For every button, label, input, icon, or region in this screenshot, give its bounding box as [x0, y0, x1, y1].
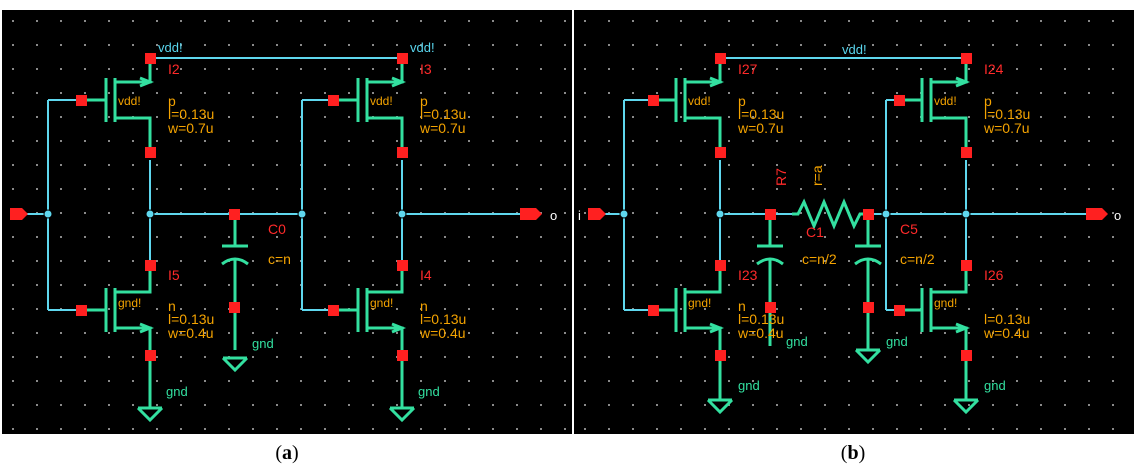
nmos2-w: w=0.4u: [419, 325, 466, 341]
pmos2-w: w=0.7u: [419, 120, 466, 136]
pmos1-type: p: [738, 93, 746, 109]
pmos2-name: I3: [420, 61, 432, 77]
nmos1-type: n: [738, 298, 746, 314]
nmos1-name: I5: [168, 267, 180, 283]
output-pin-b: [1086, 208, 1108, 220]
nmos2-w: w=0.4u: [983, 325, 1030, 341]
nmos1-name: I23: [738, 267, 758, 283]
pmos2-body: vdd!: [370, 94, 393, 108]
nmos1-l: l=0.13u: [738, 311, 784, 327]
input-pin-b: [588, 208, 606, 220]
pmos1-name: I2: [168, 61, 180, 77]
pmos2-name: I24: [984, 61, 1004, 77]
devices-b: [656, 58, 980, 415]
pmos2-l: l=0.13u: [984, 106, 1030, 122]
cap2-value: c=n/2: [900, 251, 935, 267]
pmos1-w: w=0.7u: [167, 120, 214, 136]
cap1-gnd-label: gnd: [786, 334, 808, 349]
nmos1-body: gnd!: [118, 296, 141, 310]
nmos1-type: n: [168, 298, 176, 314]
nmos2-type: n: [420, 298, 428, 314]
gnd-label-left: gnd: [738, 378, 760, 393]
nmos2-l: l=0.13u: [420, 311, 466, 327]
pmos2-body: vdd!: [934, 94, 957, 108]
output-pin-a: [520, 208, 542, 220]
nmos2-name: I26: [984, 267, 1004, 283]
junctions-b: [619, 209, 971, 219]
pmos1-type: p: [168, 93, 176, 109]
caption-a-letter: a: [282, 442, 292, 464]
pmos1-name: I27: [738, 61, 758, 77]
nmos2-body: gnd!: [934, 296, 957, 310]
grid-dots: [2, 10, 572, 434]
cap2-gnd-label: gnd: [886, 334, 908, 349]
junctions-a: [43, 209, 407, 219]
pmos2-type: p: [984, 93, 992, 109]
nmos1-body: gnd!: [688, 296, 711, 310]
panel-b: vdd! i o I27 vdd! p l=0.13u w=0.7u I24 v…: [574, 10, 1134, 434]
nmos1-w: w=0.4u: [167, 325, 214, 341]
pins-a: [10, 53, 542, 361]
cap-name: C0: [268, 221, 286, 237]
pmos1-l: l=0.13u: [738, 106, 784, 122]
input-pin-a: [10, 208, 28, 220]
schematic-b: vdd! i o I27 vdd! p l=0.13u w=0.7u I24 v…: [574, 10, 1134, 434]
transistors-a: [84, 58, 416, 423]
grid-dots: [574, 10, 1134, 434]
caption-b-letter: b: [847, 442, 859, 464]
resistor-name: R7: [773, 168, 789, 186]
nmos2-body: gnd!: [370, 296, 393, 310]
pmos2-type: p: [420, 93, 428, 109]
nmos1-w: w=0.4u: [737, 325, 784, 341]
cap1-value: c=n/2: [802, 251, 837, 267]
pmos1-w: w=0.7u: [737, 120, 784, 136]
pmos2-l: l=0.13u: [420, 106, 466, 122]
output-label-b: o: [1114, 208, 1121, 223]
pmos1-l: l=0.13u: [168, 106, 214, 122]
vdd-label-b: vdd!: [842, 42, 867, 57]
pmos2-w: w=0.7u: [983, 120, 1030, 136]
pmos1-body: vdd!: [688, 94, 711, 108]
cap-gnd-label: gnd: [252, 336, 274, 351]
cap2-name: C5: [900, 221, 918, 237]
schematic-a: vdd! vdd! I2 vdd! p l=0.13u w=0.7u I3 vd…: [2, 10, 572, 434]
cap1-name: C1: [806, 224, 824, 240]
caption-b: (b): [840, 442, 866, 464]
cap-value: c=n: [268, 251, 291, 267]
gnd-label-right: gnd: [984, 378, 1006, 393]
pins-b: [588, 53, 1108, 361]
input-label-b: i: [578, 208, 581, 223]
pmos1-body: vdd!: [118, 94, 141, 108]
gnd-label-left: gnd: [166, 384, 188, 399]
vdd-label-right: vdd!: [410, 40, 435, 55]
nmos1-l: l=0.13u: [168, 311, 214, 327]
gnd-label-right: gnd: [418, 384, 440, 399]
nmos2-name: I4: [420, 267, 432, 283]
caption-a: (a): [275, 442, 299, 464]
vdd-label-left: vdd!: [158, 40, 183, 55]
panel-a: vdd! vdd! I2 vdd! p l=0.13u w=0.7u I3 vd…: [2, 10, 572, 434]
nmos2-l: l=0.13u: [984, 311, 1030, 327]
output-label-a: o: [550, 208, 557, 223]
resistor-value: r=a: [809, 165, 825, 186]
